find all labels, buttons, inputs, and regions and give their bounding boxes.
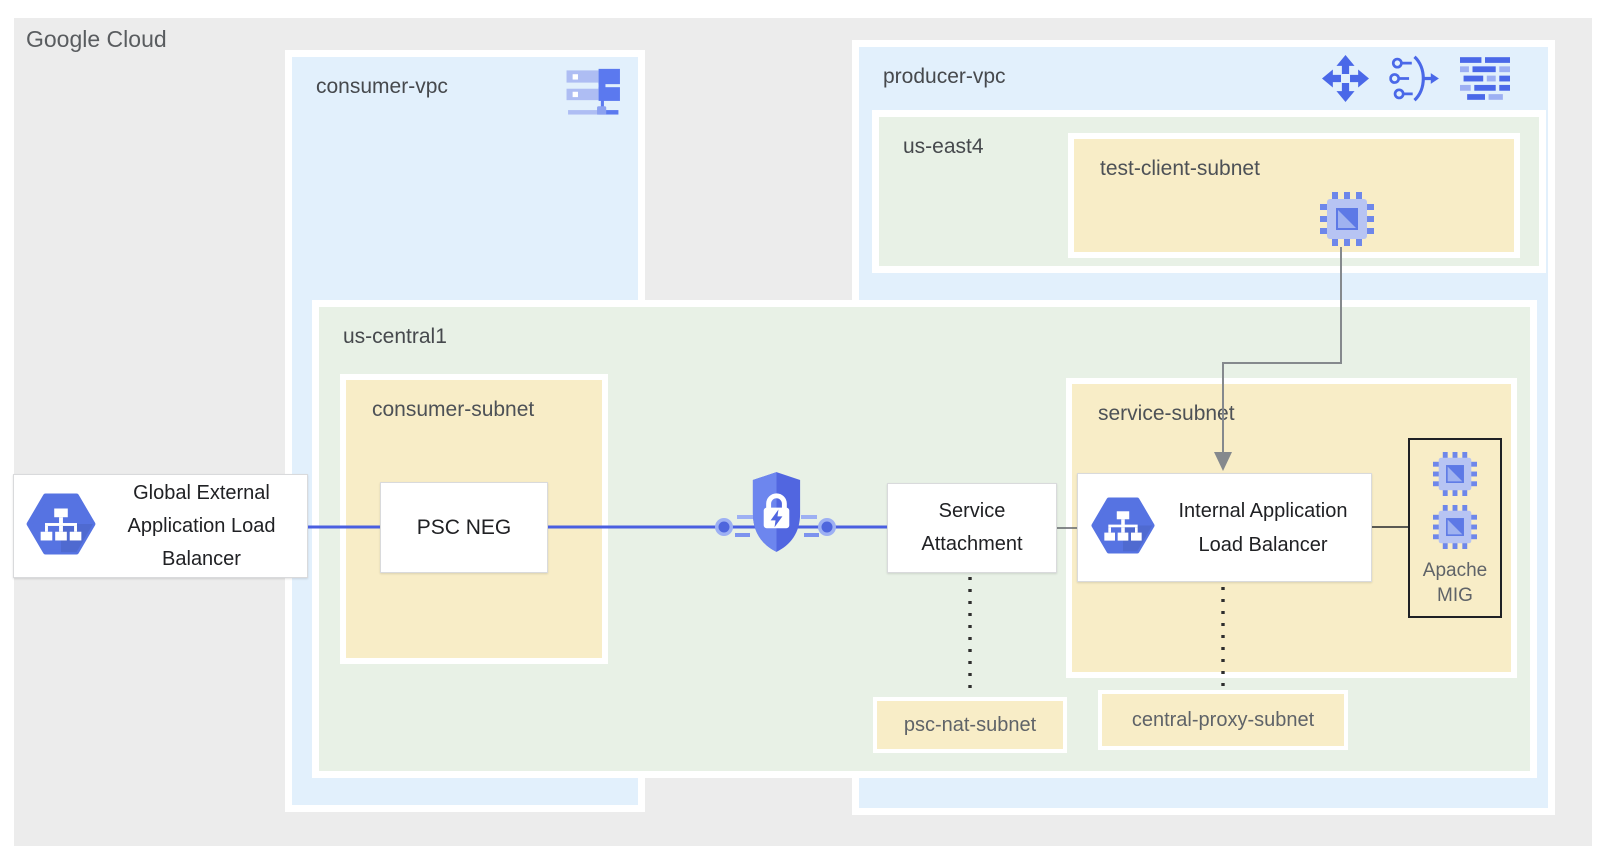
global-external-alb-label: Global External Application Load Balance… — [96, 477, 307, 576]
load-balancer-hexagon-icon — [1091, 497, 1155, 559]
gelb-line1: Global External — [133, 481, 270, 504]
apache-mig-group: Apache MIG — [1408, 438, 1502, 618]
sa-line1: Service — [938, 500, 1006, 522]
us-east4-label: us-east4 — [903, 135, 984, 158]
vm-instance-icon — [1320, 192, 1374, 246]
global-external-alb-node: Global External Application Load Balance… — [13, 474, 308, 578]
ilb-line1: Internal Application — [1178, 499, 1348, 522]
service-attachment-label: Service Attachment — [921, 495, 1022, 561]
producer-vpc-icons — [1322, 55, 1510, 102]
cloud-nat-icon — [1389, 55, 1440, 102]
test-client-subnet-label: test-client-subnet — [1100, 157, 1260, 180]
firewall-rules-icon — [1460, 57, 1510, 100]
psc-neg-node: PSC NEG — [380, 482, 548, 573]
mig-line1: Apache — [1422, 560, 1488, 581]
us-central1-label: us-central1 — [343, 325, 447, 348]
sa-line2: Attachment — [921, 533, 1023, 555]
vm-instance-icon — [1432, 452, 1478, 496]
gelb-line3: Balancer — [162, 547, 241, 570]
producer-vpc-label: producer-vpc — [883, 65, 1006, 88]
ilb-line2: Load Balancer — [1198, 533, 1328, 556]
subnet-psc-nat: psc-nat-subnet — [873, 697, 1067, 753]
vpc-network-icon — [565, 67, 623, 115]
google-cloud-label: Google Cloud — [26, 26, 167, 52]
psc-neg-label: PSC NEG — [416, 515, 512, 539]
internal-alb-label: Internal Application Load Balancer — [1155, 494, 1371, 562]
load-balancer-hexagon-icon — [26, 493, 96, 560]
internal-alb-node: Internal Application Load Balancer — [1077, 473, 1372, 582]
consumer-vpc-label: consumer-vpc — [316, 75, 448, 98]
network-arrows-icon — [1322, 55, 1369, 102]
psc-nat-subnet-label: psc-nat-subnet — [903, 713, 1037, 736]
service-attachment-node: Service Attachment — [887, 483, 1057, 573]
vm-instance-icon — [1432, 505, 1478, 549]
subnet-central-proxy: central-proxy-subnet — [1098, 690, 1348, 750]
gelb-line2: Application Load — [127, 514, 276, 537]
central-proxy-subnet-label: central-proxy-subnet — [1131, 708, 1315, 731]
mig-line2: MIG — [1437, 585, 1473, 606]
subnet-test-client: test-client-subnet — [1068, 133, 1520, 258]
service-subnet-label: service-subnet — [1098, 402, 1235, 425]
consumer-subnet-label: consumer-subnet — [372, 398, 535, 421]
apache-mig-label: Apache MIG — [1423, 558, 1487, 608]
